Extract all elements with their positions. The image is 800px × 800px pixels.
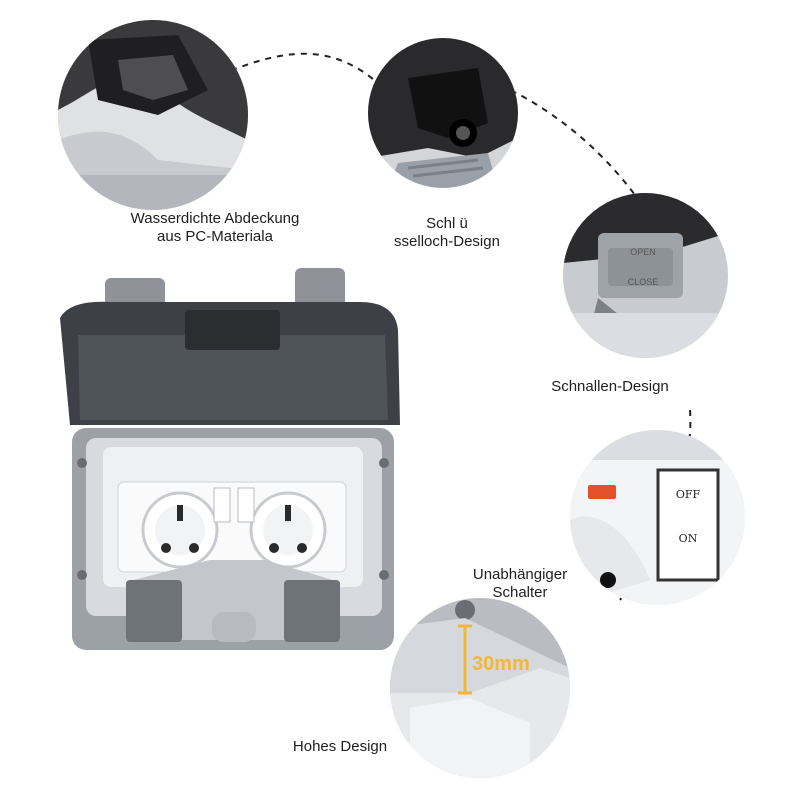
dimension-label: 30mm xyxy=(472,653,530,675)
detail-height-photo: 30mm xyxy=(390,598,570,778)
buckle-open-mark: OPEN xyxy=(630,247,656,257)
label-keyhole: Schl ü sselloch-Design xyxy=(394,215,500,250)
switch-off-label: OFF xyxy=(676,488,701,501)
switch-on-label: ON xyxy=(679,532,698,545)
detail-buckle-photo: OPEN CLOSE xyxy=(563,193,728,358)
label-switch: Unabhängiger Schalter xyxy=(472,566,568,601)
detail-keyhole-photo xyxy=(368,38,518,188)
buckle-close-mark: CLOSE xyxy=(628,277,659,287)
label-height: Hohes Design xyxy=(292,738,388,755)
detail-switch-photo: OFF ON xyxy=(570,430,745,605)
detail-cover-photo xyxy=(58,20,248,210)
label-cover: Wasserdichte Abdeckung aus PC-Materiala xyxy=(130,210,300,245)
label-buckle: Schnallen-Design xyxy=(551,378,669,395)
